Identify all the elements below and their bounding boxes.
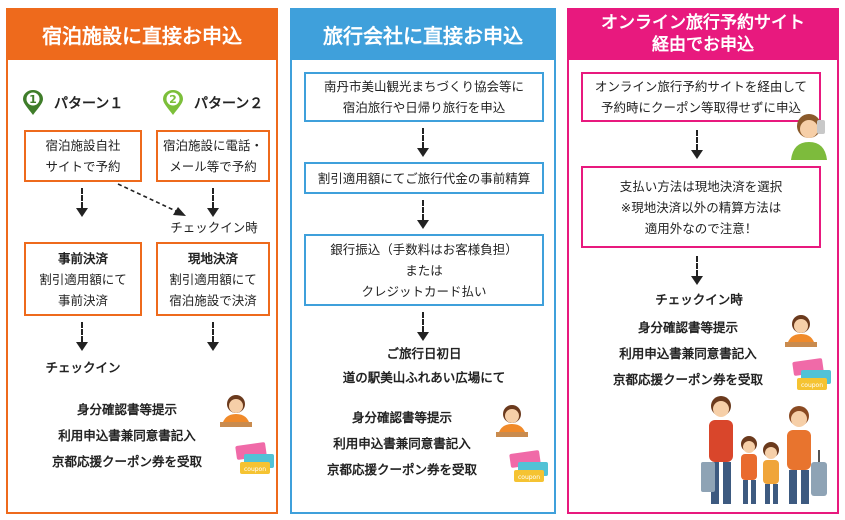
arrow-down (691, 256, 703, 286)
staff-avatar-icon (496, 405, 528, 437)
box-line: クレジットカード払い (361, 283, 487, 299)
box-line: 事前決済 (57, 250, 108, 266)
step-id-check: 身分確認書等提示 (351, 410, 452, 425)
box-line: 支払い方法は現地決済を選択 (619, 178, 783, 194)
box-line: 割引適用額にて (169, 271, 257, 287)
pattern1-num: 1 (29, 93, 37, 106)
step-id-check: 身分確認書等提示 (637, 320, 738, 335)
box-line: 現地決済 (187, 250, 238, 266)
step-coupon: 京都応援クーポン券を受取 (51, 454, 202, 469)
panel-online-booking: オンライン旅行予約サイト 経由でお申込 オンライン旅行予約サイトを経由して 予約… (567, 8, 839, 514)
panel3-header-line1: オンライン旅行予約サイト (601, 13, 805, 33)
arrow-down (417, 312, 429, 342)
arrow-diagonal (117, 183, 186, 216)
box-line: 宿泊施設で決済 (169, 292, 257, 308)
box-line: オンライン旅行予約サイトを経由して (594, 79, 808, 94)
panel-direct-accommodation: 宿泊施設に直接お申込 1 パターン１ 2 パターン２ 宿泊施設自社 サイトで予約… (6, 8, 278, 514)
coupon-text: coupon (244, 466, 266, 473)
arrow-down (417, 128, 429, 158)
box-line: ※現地決済以外の精算方法は (620, 199, 782, 215)
pattern2-num: 2 (169, 93, 177, 106)
coupon-text: coupon (801, 382, 823, 389)
box-apply-association: 南丹市美山観光まちづくり協会等に 宿泊旅行や日帰り旅行を申込 (304, 72, 544, 122)
box-line: 割引適用額にてご旅行代金の事前精算 (317, 170, 531, 186)
box-line: 適用外なので注意！ (644, 220, 758, 236)
step-coupon: 京都応援クーポン券を受取 (612, 372, 763, 387)
panel3-header-line2: 経由でお申込 (652, 35, 754, 55)
checkin-time-label: チェックイン時 (170, 220, 258, 235)
box-line: 宿泊施設自社 (45, 138, 121, 153)
step-id-check: 身分確認書等提示 (76, 402, 177, 417)
step-form: 利用申込書兼同意書記入 (333, 436, 471, 451)
box-payment-methods: 銀行振込（手数料はお客様負担） または クレジットカード払い (304, 234, 544, 306)
box-line: 銀行振込（手数料はお客様負担） (330, 241, 518, 257)
box-prepayment: 割引適用額にてご旅行代金の事前精算 (304, 162, 544, 194)
meeting-place: 道の駅美山ふれあい広場にて (342, 370, 506, 385)
box-line: サイトで予約 (45, 159, 121, 174)
pattern1-label: 1 パターン１ (22, 90, 123, 116)
arrow-down (76, 322, 88, 352)
coupon-icon: coupon (235, 442, 274, 474)
box-own-site-booking: 宿泊施設自社 サイトで予約 (24, 130, 142, 182)
box-online-booking: オンライン旅行予約サイトを経由して 予約時にクーポン等取得せずに申込 (581, 72, 821, 122)
phone-user-icon (791, 114, 827, 160)
panel3-header: オンライン旅行予約サイト 経由でお申込 (567, 8, 839, 60)
coupon-icon: coupon (792, 358, 831, 390)
arrow-down (417, 200, 429, 230)
arrow-down (691, 130, 703, 160)
arrow-down (207, 322, 219, 352)
step-form: 利用申込書兼同意書記入 (58, 428, 196, 443)
staff-avatar-icon (220, 395, 252, 427)
box-prepayment: 事前決済 割引適用額にて 事前決済 (24, 242, 142, 316)
panel1-header: 宿泊施設に直接お申込 (6, 8, 278, 60)
staff-avatar-icon (785, 315, 817, 347)
box-line: 事前決済 (57, 292, 108, 308)
box-line: 宿泊施設に電話・ (162, 138, 263, 153)
arrow-down (76, 188, 88, 218)
box-line: 予約時にクーポン等取得せずに申込 (600, 100, 801, 115)
checkin-time-label: チェックイン時 (655, 292, 743, 307)
box-line: 宿泊旅行や日帰り旅行を申込 (342, 100, 506, 115)
pattern2-label: 2 パターン２ (162, 90, 263, 116)
box-line: 割引適用額にて (39, 271, 127, 287)
box-line: メール等で予約 (169, 159, 257, 174)
panel-travel-agency: 旅行会社に直接お申込 南丹市美山観光まちづくり協会等に 宿泊旅行や日帰り旅行を申… (290, 8, 556, 514)
coupon-icon: coupon (509, 450, 548, 482)
checkin-label: チェックイン (45, 360, 121, 375)
trip-first-day: ご旅行日初日 (386, 346, 462, 361)
pattern1-text: パターン１ (54, 96, 124, 112)
arrow-down (207, 188, 219, 218)
pattern2-pin-icon: 2 (163, 90, 183, 115)
pattern2-text: パターン２ (194, 96, 264, 112)
pattern1-pin-icon: 1 (23, 90, 43, 115)
box-line: 南丹市美山観光まちづくり協会等に (323, 79, 524, 94)
box-onsite-payment: 現地決済 割引適用額にて 宿泊施設で決済 (156, 242, 270, 316)
box-line: または (405, 262, 443, 278)
family-travel-illustration (701, 396, 827, 504)
coupon-text: coupon (518, 474, 540, 481)
step-coupon: 京都応援クーポン券を受取 (326, 462, 477, 477)
box-onsite-payment: 支払い方法は現地決済を選択 ※現地決済以外の精算方法は 適用外なので注意！ (581, 166, 821, 248)
panel2-header: 旅行会社に直接お申込 (290, 8, 556, 60)
step-form: 利用申込書兼同意書記入 (619, 346, 757, 361)
box-phone-booking: 宿泊施設に電話・ メール等で予約 (156, 130, 270, 182)
